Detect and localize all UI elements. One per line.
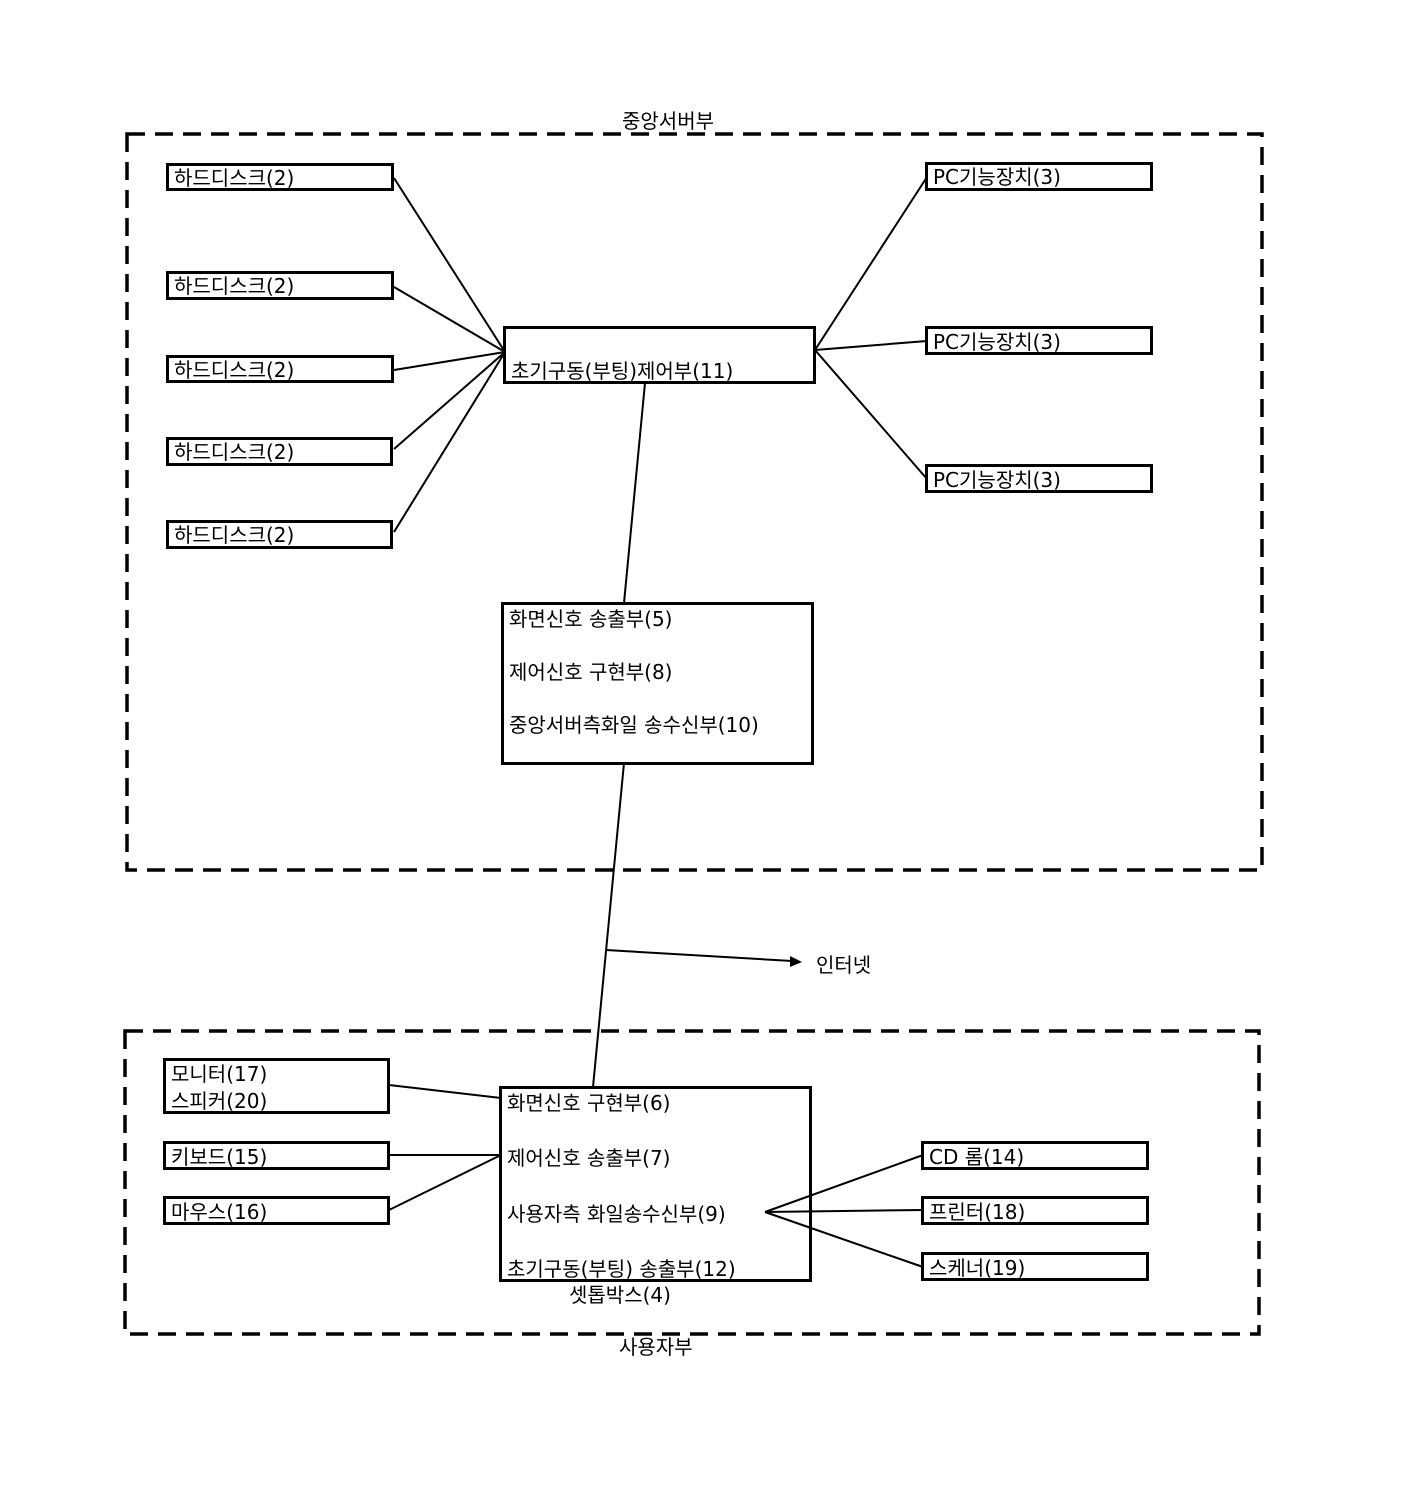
server-modules-box: 화면신호 송출부(5) 제어신호 구현부(8) 중앙서버측화일 송수신부(10) xyxy=(501,602,814,765)
keyboard-label: 키보드(15) xyxy=(171,1145,268,1169)
hard-disk-box-5: 하드디스크(2) xyxy=(166,520,393,549)
control-signal-impl-label: 제어신호 구현부(8) xyxy=(509,660,673,684)
connector-boot-to-modules xyxy=(623,382,646,604)
hard-disk-box-3: 하드디스크(2) xyxy=(166,355,394,383)
connector-internet xyxy=(592,762,625,1088)
screen-signal-impl-label: 화면신호 구현부(6) xyxy=(507,1091,671,1115)
boot-control-box: 초기구동(부팅)제어부(11) xyxy=(503,326,816,384)
pc-device-label: PC기능장치(3) xyxy=(933,330,1061,354)
connector-scanner xyxy=(764,1211,924,1268)
hard-disk-label: 하드디스크(2) xyxy=(174,166,295,190)
connector-printer xyxy=(764,1209,924,1213)
connector-harddisk-1 xyxy=(393,177,506,353)
user-group-title: 사용자부 xyxy=(619,1335,693,1359)
mouse-box: 마우스(16) xyxy=(163,1196,390,1225)
monitor-speaker-box: 모니터(17) 스피커(20) xyxy=(163,1058,390,1114)
connector-pc-device-1 xyxy=(814,176,928,351)
connector-mouse xyxy=(388,1154,502,1211)
speaker-label: 스피커(20) xyxy=(171,1089,268,1113)
connector-pc-device-2 xyxy=(814,340,928,351)
connector-cd-rom xyxy=(764,1154,924,1213)
connector-pc-device-3 xyxy=(814,349,928,480)
connector-harddisk-3 xyxy=(393,351,506,371)
server-file-transceiver-label: 중앙서버측화일 송수신부(10) xyxy=(509,713,759,737)
connector-monitor xyxy=(388,1084,502,1099)
hard-disk-label: 하드디스크(2) xyxy=(174,274,295,298)
pc-device-box-2: PC기능장치(3) xyxy=(925,326,1153,355)
connector-harddisk-4 xyxy=(393,351,506,450)
hard-disk-label: 하드디스크(2) xyxy=(174,523,295,547)
hard-disk-label: 하드디스크(2) xyxy=(174,440,295,464)
hard-disk-label: 하드디스크(2) xyxy=(174,358,295,382)
internet-label: 인터넷 xyxy=(816,953,872,977)
pc-device-label: PC기능장치(3) xyxy=(933,468,1061,492)
printer-label: 프린터(18) xyxy=(929,1200,1026,1224)
user-file-transceiver-label: 사용자측 화일송수신부(9) xyxy=(507,1202,726,1226)
boot-sender-label: 초기구동(부팅) 송출부(12) xyxy=(507,1257,736,1281)
cd-rom-label: CD 롬(14) xyxy=(929,1145,1025,1169)
cd-rom-box: CD 롬(14) xyxy=(921,1141,1149,1170)
internet-arrowhead-icon xyxy=(790,956,802,967)
internet-arrow-line xyxy=(605,949,793,962)
control-signal-sender-label: 제어신호 송출부(7) xyxy=(507,1146,671,1170)
server-group-title: 중앙서버부 xyxy=(622,109,714,133)
central-server-group xyxy=(125,132,1264,872)
keyboard-box: 키보드(15) xyxy=(163,1141,390,1170)
screen-signal-sender-label: 화면신호 송출부(5) xyxy=(509,607,673,631)
user-group xyxy=(123,1029,1261,1336)
settop-caption: 셋톱박스(4) xyxy=(569,1283,671,1307)
pc-device-label: PC기능장치(3) xyxy=(933,165,1061,189)
scanner-box: 스케너(19) xyxy=(921,1252,1149,1281)
connector-harddisk-5 xyxy=(393,351,506,533)
hard-disk-box-4: 하드디스크(2) xyxy=(166,437,393,466)
connector-harddisk-2 xyxy=(393,286,506,353)
printer-box: 프린터(18) xyxy=(921,1196,1149,1225)
pc-device-box-3: PC기능장치(3) xyxy=(925,464,1153,493)
boot-control-label: 초기구동(부팅)제어부(11) xyxy=(511,359,734,383)
hard-disk-box-1: 하드디스크(2) xyxy=(166,163,394,191)
hard-disk-box-2: 하드디스크(2) xyxy=(166,271,394,300)
monitor-label: 모니터(17) xyxy=(171,1062,268,1086)
pc-device-box-1: PC기능장치(3) xyxy=(925,162,1153,191)
settop-box: 화면신호 구현부(6) 제어신호 송출부(7) 사용자측 화일송수신부(9) 초… xyxy=(499,1086,812,1282)
scanner-label: 스케너(19) xyxy=(929,1256,1026,1280)
mouse-label: 마우스(16) xyxy=(171,1200,268,1224)
